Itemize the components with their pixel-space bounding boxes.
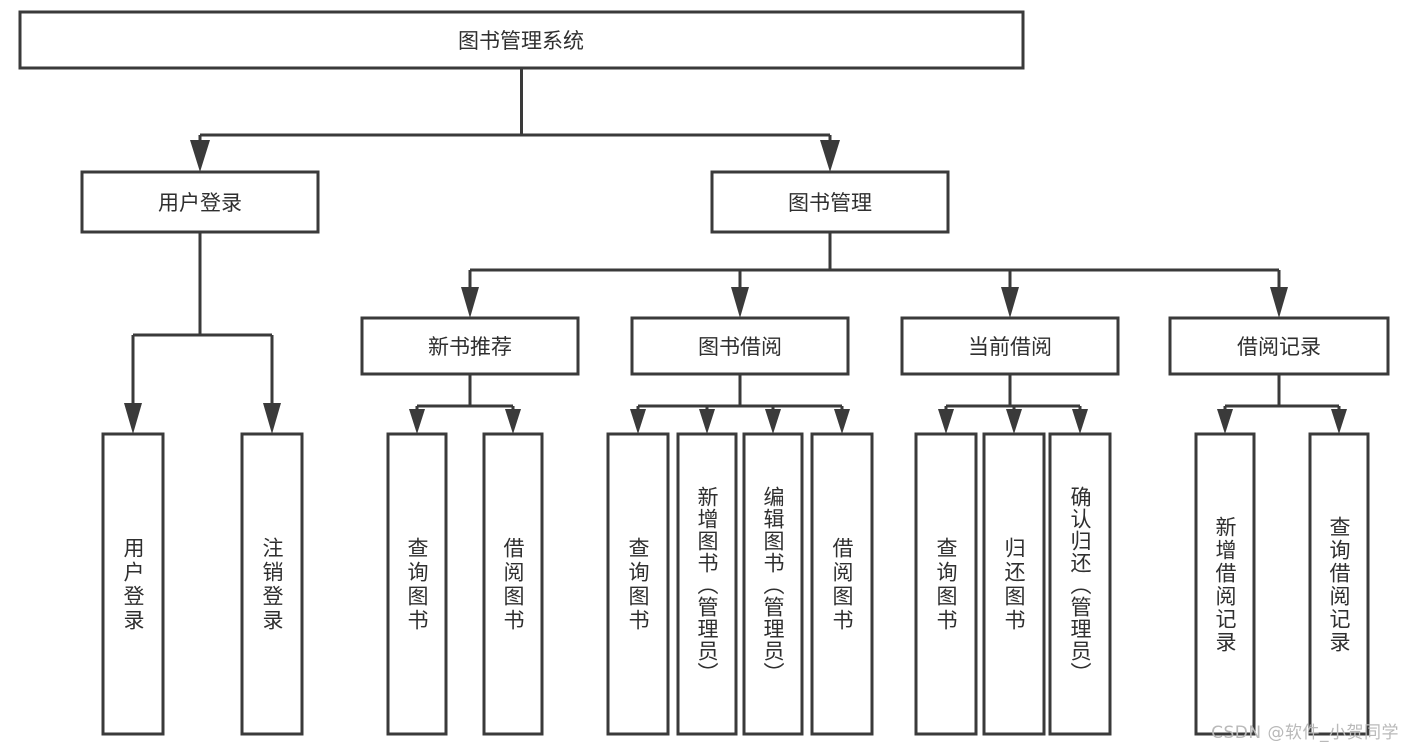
leaf-logout-box[interactable] bbox=[240, 432, 304, 736]
leaf-edit-book-admin-box[interactable] bbox=[742, 432, 804, 736]
arrow-current-leaf2 bbox=[1006, 409, 1022, 434]
node-current-borrow-label: 当前借阅 bbox=[968, 335, 1052, 359]
arrow-book-mgmt-to-new-books bbox=[461, 287, 479, 318]
leaf-edit-book-admin[interactable]: 编辑图书（管理员） bbox=[742, 432, 804, 736]
leaf-query-books-borrow-box[interactable] bbox=[606, 432, 670, 736]
leaf-add-borrow-record-text-wrap: 新增借阅记录 bbox=[1213, 516, 1237, 654]
arrow-user-login-leaf1 bbox=[124, 403, 142, 434]
leaf-user-login-label: 用户登录 bbox=[121, 537, 145, 633]
leaf-query-books-new-label: 查询图书 bbox=[405, 537, 429, 633]
leaf-logout-label: 注销登录 bbox=[260, 537, 284, 633]
leaf-query-borrow-record-box[interactable] bbox=[1308, 432, 1370, 736]
leaf-user-login[interactable]: 用户登录 bbox=[101, 432, 165, 736]
leaf-edit-book-admin-label: 编辑图书（管理员） bbox=[761, 486, 785, 684]
leaf-edit-book-admin-text-wrap: 编辑图书（管理员） bbox=[761, 486, 785, 684]
arrow-new-books-leaf2 bbox=[505, 409, 521, 434]
leaf-add-book-admin-text-wrap: 新增图书（管理员） bbox=[695, 486, 719, 684]
node-new-book-recommend-box[interactable] bbox=[360, 316, 580, 376]
arrow-records-leaf1 bbox=[1217, 409, 1233, 434]
leaf-user-login-text-wrap: 用户登录 bbox=[121, 537, 145, 633]
leaf-return-book-label: 归还图书 bbox=[1002, 537, 1026, 633]
arrow-book-mgmt-to-borrow bbox=[731, 287, 749, 318]
leaf-user-login-box[interactable] bbox=[101, 432, 165, 736]
leaf-add-book-admin-box[interactable] bbox=[676, 432, 738, 736]
node-user-login-label: 用户登录 bbox=[158, 191, 242, 215]
leaf-query-books-borrow[interactable]: 查询图书 bbox=[606, 432, 670, 736]
leaf-query-books-current-text-wrap: 查询图书 bbox=[934, 537, 958, 633]
node-book-management-box[interactable] bbox=[710, 170, 950, 234]
node-book-borrow-label: 图书借阅 bbox=[698, 335, 782, 359]
leaf-query-books-borrow-label: 查询图书 bbox=[626, 537, 650, 633]
node-borrow-records-label: 借阅记录 bbox=[1237, 335, 1321, 359]
node-borrow-records[interactable]: 借阅记录 bbox=[1168, 316, 1390, 376]
arrow-borrow-leaf1 bbox=[630, 409, 646, 434]
node-new-book-recommend-label: 新书推荐 bbox=[428, 335, 512, 359]
node-book-management-label: 图书管理 bbox=[788, 191, 872, 215]
leaf-borrow-books-new-label: 借阅图书 bbox=[501, 537, 525, 633]
leaf-query-books-new-box[interactable] bbox=[386, 432, 448, 736]
leaf-confirm-return-admin-box[interactable] bbox=[1048, 432, 1112, 736]
node-root-box[interactable] bbox=[18, 10, 1025, 70]
leaf-add-borrow-record-box[interactable] bbox=[1194, 432, 1256, 736]
leaf-add-book-admin[interactable]: 新增图书（管理员） bbox=[676, 432, 738, 736]
leaf-borrow-books-new-text-wrap: 借阅图书 bbox=[501, 537, 525, 633]
leaf-query-books-borrow-text-wrap: 查询图书 bbox=[626, 537, 650, 633]
leaf-add-borrow-record-label: 新增借阅记录 bbox=[1213, 516, 1237, 654]
arrow-book-mgmt-to-current bbox=[1001, 287, 1019, 318]
leaf-query-books-current-box[interactable] bbox=[914, 432, 978, 736]
leaf-borrow-book-borrow-box[interactable] bbox=[810, 432, 874, 736]
leaf-borrow-book-borrow-text-wrap: 借阅图书 bbox=[830, 537, 854, 633]
leaf-return-book[interactable]: 归还图书 bbox=[982, 432, 1046, 736]
leaf-query-borrow-record-text-wrap: 查询借阅记录 bbox=[1327, 516, 1351, 654]
arrow-borrow-leaf4 bbox=[834, 409, 850, 434]
node-book-borrow[interactable]: 图书借阅 bbox=[630, 316, 850, 376]
arrow-current-leaf3 bbox=[1072, 409, 1088, 434]
leaf-query-books-new[interactable]: 查询图书 bbox=[386, 432, 448, 736]
node-current-borrow[interactable]: 当前借阅 bbox=[900, 316, 1120, 376]
arrow-user-login-leaf2 bbox=[263, 403, 281, 434]
leaf-query-books-new-text-wrap: 查询图书 bbox=[405, 537, 429, 633]
leaf-borrow-book-borrow[interactable]: 借阅图书 bbox=[810, 432, 874, 736]
leaf-return-book-box[interactable] bbox=[982, 432, 1046, 736]
leaf-return-book-text-wrap: 归还图书 bbox=[1002, 537, 1026, 633]
node-new-book-recommend[interactable]: 新书推荐 bbox=[360, 316, 580, 376]
connector-layer bbox=[124, 68, 1347, 434]
leaf-query-borrow-record[interactable]: 查询借阅记录 bbox=[1308, 432, 1370, 736]
arrow-borrow-leaf3 bbox=[765, 409, 781, 434]
arrow-current-leaf1 bbox=[938, 409, 954, 434]
leaf-borrow-book-borrow-label: 借阅图书 bbox=[830, 537, 854, 633]
leaf-query-books-current[interactable]: 查询图书 bbox=[914, 432, 978, 736]
node-user-login-box[interactable] bbox=[80, 170, 320, 234]
leaf-logout-text-wrap: 注销登录 bbox=[260, 537, 284, 633]
arrow-book-mgmt-to-records bbox=[1270, 287, 1288, 318]
arrow-root-to-book-mgmt bbox=[820, 140, 840, 172]
arrow-new-books-leaf1 bbox=[409, 409, 425, 434]
node-user-login[interactable]: 用户登录 bbox=[80, 170, 320, 234]
node-book-borrow-box[interactable] bbox=[630, 316, 850, 376]
leaf-query-borrow-record-label: 查询借阅记录 bbox=[1327, 516, 1351, 654]
node-current-borrow-box[interactable] bbox=[900, 316, 1120, 376]
leaf-confirm-return-admin-text-wrap: 确认归还（管理员） bbox=[1068, 486, 1092, 684]
node-book-management[interactable]: 图书管理 bbox=[710, 170, 950, 234]
node-borrow-records-box[interactable] bbox=[1168, 316, 1390, 376]
leaf-confirm-return-admin[interactable]: 确认归还（管理员） bbox=[1048, 432, 1112, 736]
leaf-borrow-books-new[interactable]: 借阅图书 bbox=[482, 432, 544, 736]
leaf-add-borrow-record[interactable]: 新增借阅记录 bbox=[1194, 432, 1256, 736]
leaf-borrow-books-new-box[interactable] bbox=[482, 432, 544, 736]
csdn-watermark: CSDN @软件_小贺同学 bbox=[1211, 723, 1399, 743]
arrow-borrow-leaf2 bbox=[699, 409, 715, 434]
node-root[interactable]: 图书管理系统 bbox=[18, 10, 1025, 70]
arrow-root-to-user-login bbox=[190, 140, 210, 172]
leaf-logout[interactable]: 注销登录 bbox=[240, 432, 304, 736]
node-root-label: 图书管理系统 bbox=[458, 29, 584, 53]
leaf-add-book-admin-label: 新增图书（管理员） bbox=[695, 486, 719, 684]
leaf-confirm-return-admin-label: 确认归还（管理员） bbox=[1068, 486, 1092, 684]
leaf-query-books-current-label: 查询图书 bbox=[934, 537, 958, 633]
arrow-records-leaf2 bbox=[1331, 409, 1347, 434]
